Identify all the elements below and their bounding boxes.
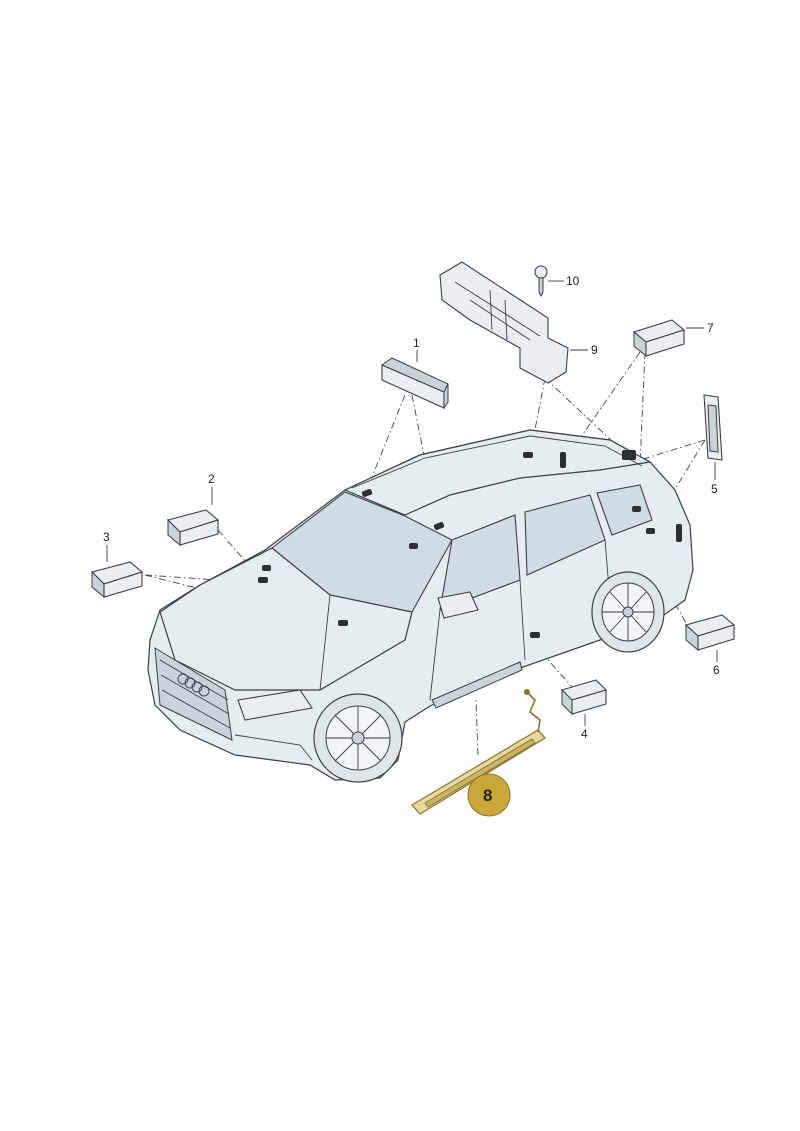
part-1-lamp — [380, 357, 449, 410]
part-9-bracket — [439, 261, 569, 384]
part-4-module — [560, 679, 608, 716]
callout-1: 1 — [413, 336, 420, 362]
callout-5: 5 — [711, 462, 718, 496]
svg-text:7: 7 — [707, 321, 714, 335]
callout-4: 4 — [581, 714, 588, 741]
part-3-module — [90, 561, 144, 599]
part-2-module — [166, 509, 220, 547]
svg-text:4: 4 — [581, 727, 588, 741]
part-5-lamp — [703, 394, 723, 461]
callout-6: 6 — [713, 650, 720, 677]
svg-text:5: 5 — [711, 482, 718, 496]
svg-text:8: 8 — [483, 786, 492, 805]
callout-7: 7 — [686, 321, 714, 335]
svg-text:10: 10 — [566, 274, 580, 288]
callout-9: 9 — [570, 343, 598, 357]
callout-10: 10 — [548, 274, 580, 288]
svg-text:6: 6 — [713, 663, 720, 677]
brand-rings — [177, 673, 210, 697]
callout-2: 2 — [208, 472, 215, 505]
highlight-badge-8[interactable]: 8 — [467, 773, 511, 817]
part-7-module — [632, 319, 686, 358]
callout-labels: 1 2 3 4 5 6 7 9 — [103, 274, 720, 741]
part-6-module — [684, 614, 736, 652]
svg-text:2: 2 — [208, 472, 215, 486]
svg-text:9: 9 — [591, 343, 598, 357]
part-10-screw — [534, 265, 548, 298]
callout-3: 3 — [103, 530, 110, 562]
part-8-sill-trim — [411, 689, 546, 815]
vehicle-illustration — [147, 429, 694, 783]
svg-text:3: 3 — [103, 530, 110, 544]
lamp-locations — [258, 450, 682, 638]
svg-text:1: 1 — [413, 336, 420, 350]
